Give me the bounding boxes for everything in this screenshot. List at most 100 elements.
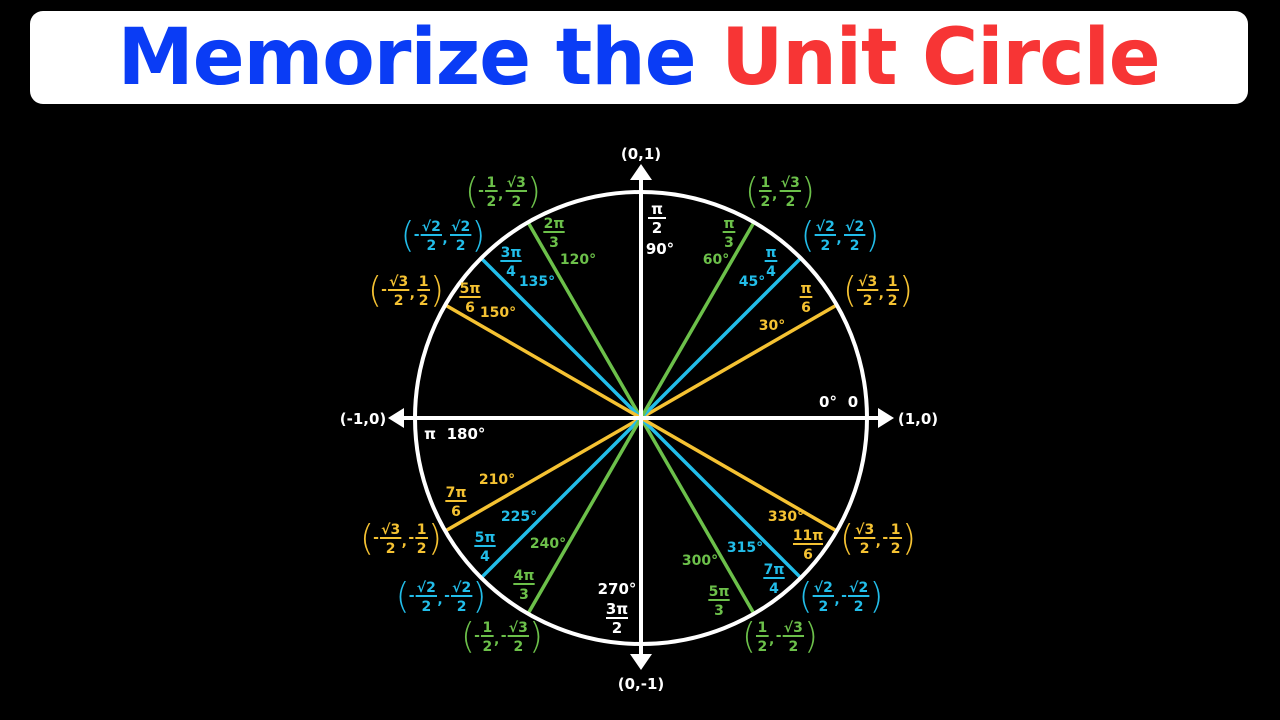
page-title: Memorize the Unit Circle [118, 19, 1161, 97]
deg-label: 270° [598, 580, 637, 598]
denominator: 2 [860, 541, 870, 557]
denominator: 2 [486, 194, 496, 210]
numerator: √2 [845, 219, 864, 235]
denominator: 2 [785, 194, 795, 210]
deg-label: 240° [530, 536, 566, 552]
rad-label: 4π3 [513, 568, 535, 603]
deg-label: 315° [727, 540, 763, 556]
title-part-memorize: Memorize the [117, 12, 697, 103]
sign: - [414, 227, 420, 243]
denominator: 3 [519, 587, 529, 603]
denominator: 2 [482, 639, 492, 655]
coordinate-210: (-√32,-12) [360, 518, 442, 559]
sign: - [776, 628, 782, 644]
deg-label: 45° [739, 274, 765, 290]
numerator: √3 [781, 175, 800, 191]
numerator: √3 [509, 620, 528, 636]
paren-close: ) [902, 518, 916, 559]
spoke-150 [444, 303, 642, 420]
paren-open: ( [401, 215, 415, 256]
coordinate-30: (√32,12) [843, 270, 913, 311]
numerator: √2 [452, 580, 471, 596]
y-value: √32 [507, 620, 530, 655]
spoke-45 [639, 256, 803, 420]
deg-label: 120° [560, 252, 596, 268]
paren-close: ) [428, 518, 442, 559]
angle-90-label: π 2 90° [646, 200, 674, 258]
x-value: √22 [415, 580, 437, 615]
paren-close: ) [527, 171, 541, 212]
spoke-120 [526, 221, 643, 419]
paren-close: ) [899, 270, 913, 311]
spoke-210 [444, 416, 642, 533]
comma: , [498, 187, 503, 203]
denominator: 2 [421, 599, 431, 615]
sign: - [882, 530, 888, 546]
numerator: 11π [793, 528, 824, 544]
axes [388, 164, 894, 670]
denominator: 2 [757, 639, 767, 655]
deg-label: 30° [759, 318, 785, 334]
deg-label: 90° [646, 240, 674, 258]
arrow-left-icon [388, 408, 404, 428]
rad-denominator: 2 [612, 619, 622, 637]
sign: - [381, 282, 387, 298]
title-banner: Memorize the Unit Circle [30, 11, 1248, 104]
spoke-300 [639, 417, 756, 615]
denominator: 2 [426, 238, 436, 254]
paren-open: ( [745, 171, 759, 212]
spoke-315 [639, 416, 803, 580]
numerator: 1 [888, 274, 898, 290]
numerator: √2 [422, 219, 441, 235]
numerator: 1 [419, 274, 429, 290]
rad-label: 7π4 [763, 562, 785, 597]
denominator: 6 [451, 504, 461, 520]
rad-label: π6 [799, 281, 813, 316]
denominator: 4 [766, 264, 776, 280]
denominator: 2 [888, 293, 898, 309]
numerator: π [800, 281, 811, 297]
sign: - [408, 530, 414, 546]
angle-135-label: 135°3π4(-√22,√22) [401, 215, 556, 290]
numerator: √3 [507, 175, 526, 191]
angle-180-label: π 180° [424, 425, 485, 443]
spoke-labels: 30°π6(√32,12)45°π4(√22,√22)60°π3(12,√32)… [360, 171, 916, 657]
sign: - [409, 588, 415, 604]
angle-spokes [444, 221, 838, 615]
paren-open: ( [465, 171, 479, 212]
numerator: 5π [709, 584, 730, 600]
angle-60-label: 60°π3(12,√32) [703, 171, 815, 268]
paren-close: ) [430, 270, 444, 311]
paren-close: ) [869, 576, 883, 617]
denominator: 6 [801, 300, 811, 316]
comma: , [772, 187, 777, 203]
rad-label: π4 [764, 245, 778, 280]
x-value: 12 [755, 620, 769, 655]
spoke-30 [640, 303, 838, 420]
paren-close: ) [529, 616, 543, 657]
y-value: 12 [415, 522, 429, 557]
rad-label: 2π3 [543, 216, 565, 251]
numerator: 4π [514, 568, 535, 584]
unit-circle [413, 190, 869, 646]
denominator: 6 [465, 300, 475, 316]
angle-30-label: 30°π6(√32,12) [759, 270, 913, 334]
x-value: √32 [856, 274, 879, 309]
title-part-unit-circle: Unit Circle [721, 12, 1161, 103]
numerator: 7π [446, 485, 467, 501]
numerator: √2 [417, 580, 436, 596]
coordinate-240: (-12,-√32) [461, 616, 543, 657]
rad-label: 5π6 [459, 281, 481, 316]
numerator: 5π [475, 530, 496, 546]
paren-close: ) [471, 215, 485, 256]
rad-numerator: 3π [606, 600, 628, 618]
coordinate-150: (-√32,12) [368, 270, 444, 311]
y-value: √22 [450, 219, 472, 254]
denominator: 2 [457, 599, 467, 615]
comma: , [437, 592, 442, 608]
numerator: 1 [760, 175, 770, 191]
x-value: 12 [484, 175, 498, 210]
spoke-135 [479, 256, 643, 420]
numerator: 1 [891, 522, 901, 538]
rad-label: 7π6 [445, 485, 467, 520]
